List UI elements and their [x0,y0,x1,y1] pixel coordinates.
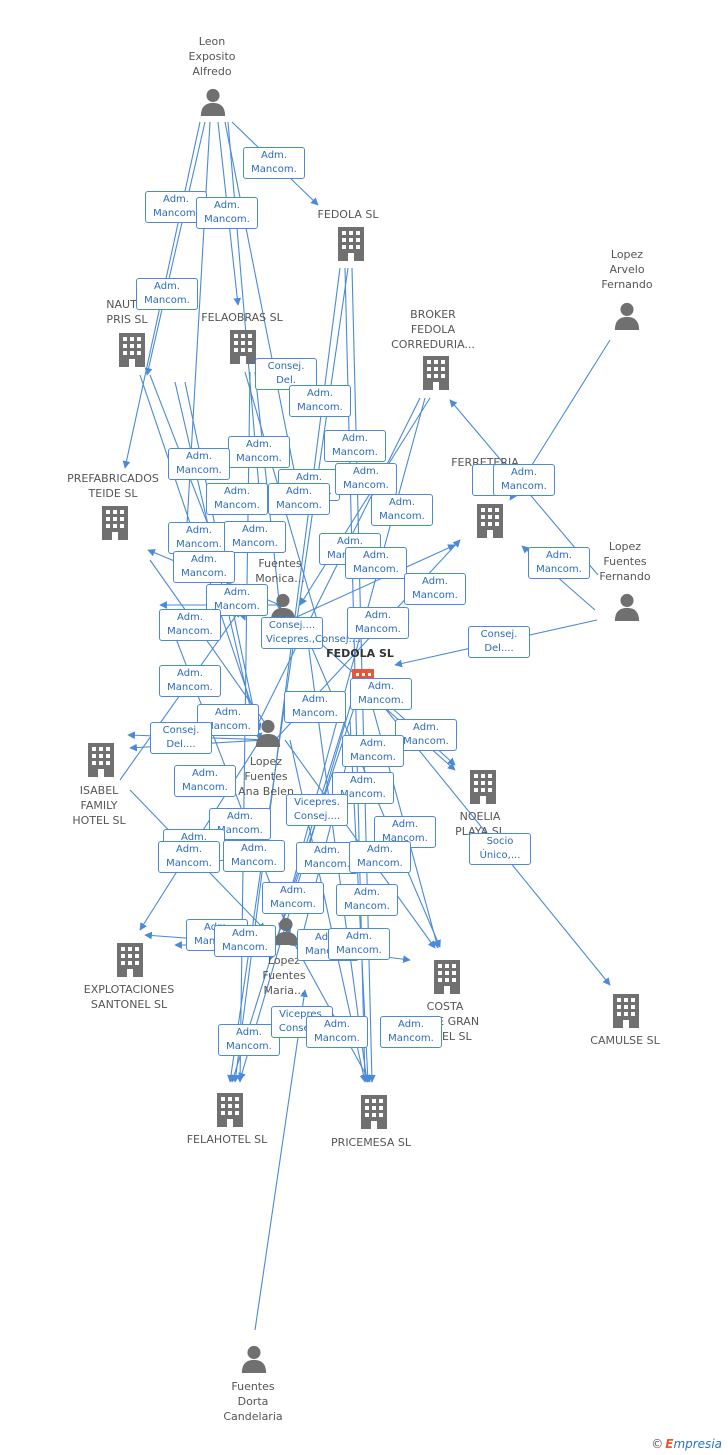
company-building-icon[interactable] [102,506,128,540]
relation-label[interactable]: Consej.... Vicepres.,Consej.... [261,617,361,649]
node-label[interactable]: EXPLOTACIONES SANTONEL SL [83,983,175,1011]
edge-line [254,989,308,1331]
relation-label[interactable]: Adm. Mancom. [335,463,397,495]
relation-label[interactable]: Adm. Mancom. [174,765,236,797]
edge-line [144,121,206,376]
relation-label[interactable]: Adm. Mancom. [332,772,394,804]
relation-label[interactable]: Adm. Mancom. [350,678,412,710]
person-icon[interactable] [200,88,226,116]
brand-name: mpresia [673,1437,722,1451]
edge-line [289,544,456,621]
relation-label[interactable]: Adm. Mancom. [168,522,230,554]
company-building-icon[interactable] [477,504,503,538]
relation-label[interactable]: Consej. Del.... [468,626,530,658]
node-label[interactable]: CAMULSE SL [590,1034,660,1047]
relation-label[interactable]: Adm. Mancom. [284,691,346,723]
brand-initial: E [665,1437,674,1451]
relation-label[interactable]: Adm. Mancom. [196,197,258,229]
relation-label[interactable]: Adm. Mancom. [173,551,235,583]
person-icon[interactable] [241,1345,267,1373]
node-label[interactable]: Lopez Fuentes Fernando [599,540,651,583]
relation-label[interactable]: Adm. Mancom. [218,1024,280,1056]
relation-label[interactable]: Adm. Mancom. [268,483,330,515]
relation-label[interactable]: Consej. Del.... [150,722,212,754]
relation-label[interactable]: Adm. Mancom. [168,448,230,480]
node-label[interactable]: BROKER FEDOLA CORREDURIA... [391,308,475,351]
relation-label[interactable]: Adm. Mancom. [228,436,290,468]
relation-label[interactable]: Adm. Mancom. [404,573,466,605]
relation-label[interactable]: Adm. Mancom. [223,840,285,872]
relation-label[interactable]: Adm. Mancom. [136,278,198,310]
relation-label[interactable]: Adm. Mancom. [306,1016,368,1048]
person-icon[interactable] [273,917,299,945]
relation-label[interactable]: Adm. Mancom. [371,494,433,526]
node-label[interactable]: FELAHOTEL SL [186,1133,268,1146]
company-building-icon[interactable] [470,770,496,804]
relation-label[interactable]: Adm. Mancom. [347,607,409,639]
relation-label[interactable]: Adm. Mancom. [289,385,351,417]
relation-label[interactable]: Adm. Mancom. [214,925,276,957]
relation-label[interactable]: Adm. Mancom. [206,483,268,515]
person-icon[interactable] [255,719,281,747]
edge-line [299,397,431,606]
company-building-icon[interactable] [613,994,639,1028]
relation-label[interactable]: Adm. Mancom. [159,665,221,697]
node-label[interactable]: Lopez Arvelo Fernando [601,248,653,291]
relation-label[interactable]: Adm. Mancom. [324,430,386,462]
relation-label[interactable]: Adm. Mancom. [158,841,220,873]
node-label[interactable]: Lopez Fuentes Maria... [262,954,306,997]
person-icon[interactable] [614,593,640,621]
node-label[interactable]: Lopez Fuentes Ana Belen [238,755,294,798]
company-building-icon[interactable] [119,333,145,367]
relation-label[interactable]: Socio Único,... [469,833,531,865]
relation-label[interactable]: Adm. Mancom. [224,521,286,553]
relation-label[interactable]: Adm. Mancom. [342,735,404,767]
company-building-icon[interactable] [117,943,143,977]
copyright-symbol: © [651,1437,664,1451]
relation-label[interactable]: Adm. Mancom. [243,147,305,179]
person-icon[interactable] [614,302,640,330]
company-building-icon[interactable] [88,743,114,777]
node-label[interactable]: PREFABRICADOS TEIDE SL [67,472,159,500]
node-label[interactable]: ISABEL FAMILY HOTEL SL [72,784,126,827]
company-building-icon[interactable] [230,330,256,364]
node-label[interactable]: PRICEMESA SL [331,1136,411,1149]
relation-label[interactable]: Adm. Mancom. [336,884,398,916]
footer-brand[interactable]: ©Empresia [651,1437,722,1451]
node-label[interactable]: Fuentes Dorta Candelaria [223,1380,283,1423]
node-label[interactable]: Leon Exposito Alfredo [188,35,236,78]
relation-label[interactable]: Adm. Mancom. [262,882,324,914]
relation-label[interactable]: Adm. Mancom. [395,719,457,751]
relation-label[interactable]: Adm. Mancom. [493,464,555,496]
node-label[interactable]: FEDOLA SL [317,208,379,221]
edge-line [149,559,271,731]
relation-label[interactable]: Consej. Del. [255,358,317,390]
node-label[interactable]: FELAOBRAS SL [201,311,283,324]
relation-label[interactable]: Adm. Mancom. [159,609,221,641]
relation-label[interactable]: Adm. Mancom. [349,841,411,873]
relation-label[interactable]: Adm. Mancom. [380,1016,442,1048]
company-building-icon[interactable] [361,1095,387,1129]
company-building-icon[interactable] [434,960,460,994]
relation-label[interactable]: Vicepres. Consej.... [286,794,348,826]
company-building-icon[interactable] [217,1093,243,1127]
relation-label[interactable]: Adm. Mancom. [345,547,407,579]
relation-label[interactable]: Adm. Mancom. [528,547,590,579]
node-label[interactable]: FEDOLA SL [326,647,394,660]
company-building-icon[interactable] [338,227,364,261]
company-building-icon[interactable] [423,356,449,390]
relation-label[interactable]: Adm. Mancom. [328,928,390,960]
edge-line [278,397,426,931]
